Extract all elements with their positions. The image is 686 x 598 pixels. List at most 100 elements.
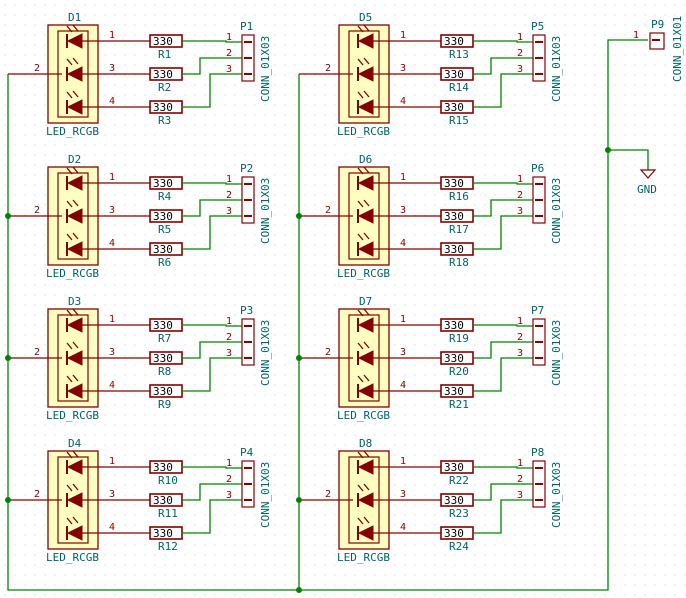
emission-arrows (66, 483, 79, 492)
led-ref: D7 (359, 295, 372, 308)
p9-value: CONN_01X01 (671, 16, 684, 82)
led-value: LED_RCGB (337, 125, 390, 138)
resistor-value: 330 (153, 68, 173, 81)
resistor-value: 330 (444, 494, 464, 507)
led-pin-number: 1 (400, 314, 406, 325)
resistor-ref: R3 (158, 114, 171, 127)
connector-pin-mark (244, 183, 252, 185)
connector-value: CONN_01X03 (259, 462, 272, 528)
resistor-value: 330 (153, 101, 173, 114)
led-pin-number: 4 (109, 238, 115, 249)
resistor-value: 330 (444, 385, 464, 398)
connector-pin-number: 2 (226, 48, 232, 59)
led-ref: D8 (359, 437, 372, 450)
connector-pin-mark (244, 483, 252, 485)
led-pin-common: 2 (325, 347, 331, 358)
connector-ref: P3 (240, 304, 253, 317)
resistor-ref: R7 (158, 332, 171, 345)
connector-pin-mark (535, 467, 543, 469)
resistor-value: 330 (153, 319, 173, 332)
emission-arrows (66, 166, 79, 175)
emission-arrows (66, 308, 79, 317)
led-pin-number: 4 (400, 380, 406, 391)
resistor-ref: R22 (449, 474, 469, 487)
connector-pin-number: 2 (517, 190, 523, 201)
connector-pin-mark (535, 215, 543, 217)
connector-pin-number: 1 (226, 32, 232, 43)
connector-pin-mark (244, 325, 252, 327)
led-pin-number: 3 (400, 489, 406, 500)
led-pin-common: 2 (325, 63, 331, 74)
ground-bus-wire (7, 39, 648, 591)
resistor-ref: R18 (449, 256, 469, 269)
connector-pin-mark (535, 57, 543, 59)
emission-arrows (66, 450, 79, 459)
connector-pin-number: 3 (517, 206, 523, 217)
connector-pin-mark (535, 325, 543, 327)
junction-dot (5, 497, 11, 503)
resistor-ref: R4 (158, 190, 172, 203)
emission-arrows (66, 516, 79, 525)
p9-pin-mark (652, 39, 660, 41)
resistor-value: 330 (444, 35, 464, 48)
resistor-ref: R6 (158, 256, 171, 269)
signal-wire (473, 341, 533, 359)
led-pin-number: 4 (109, 522, 115, 533)
emission-arrows (357, 232, 370, 241)
connector-ref: P1 (240, 20, 253, 33)
resistor-ref: R16 (449, 190, 469, 203)
resistor-value: 330 (153, 527, 173, 540)
p9-pin-number: 1 (633, 30, 639, 41)
led-pin-number: 1 (400, 172, 406, 183)
connector-pin-mark (244, 499, 252, 501)
connector-ref: P2 (240, 162, 253, 175)
emission-arrows (357, 199, 370, 208)
led-ref: D1 (68, 11, 81, 24)
resistor-value: 330 (444, 101, 464, 114)
connector-value: CONN_01X03 (259, 36, 272, 102)
signal-wire (182, 483, 242, 501)
connector-pin-number: 1 (517, 32, 523, 43)
resistor-value: 330 (153, 210, 173, 223)
resistor-value: 330 (153, 35, 173, 48)
emission-arrows (66, 90, 79, 99)
signal-wire (473, 324, 533, 327)
led-pin-number: 3 (400, 63, 406, 74)
junction-dot (5, 355, 11, 361)
led-pin-number: 1 (109, 30, 115, 41)
resistor-value: 330 (153, 494, 173, 507)
emission-arrows (357, 166, 370, 175)
connector-pin-number: 1 (226, 174, 232, 185)
resistor-value: 330 (444, 68, 464, 81)
signal-wire (473, 483, 533, 501)
led-pin-number: 3 (109, 63, 115, 74)
resistor-value: 330 (153, 243, 173, 256)
led-ref: D6 (359, 153, 372, 166)
signal-wire (473, 215, 533, 250)
resistor-ref: R14 (449, 81, 469, 94)
connector-pin-mark (244, 57, 252, 59)
connector-value: CONN_01X03 (550, 178, 563, 244)
emission-arrows (66, 57, 79, 66)
resistor-ref: R23 (449, 507, 469, 520)
signal-wire (473, 73, 533, 108)
resistor-ref: R10 (158, 474, 178, 487)
led-pin-number: 3 (400, 347, 406, 358)
led-pin-common: 2 (325, 205, 331, 216)
led-pin-common: 2 (34, 347, 40, 358)
resistor-value: 330 (153, 177, 173, 190)
led-pin-number: 4 (109, 96, 115, 107)
emission-arrows (357, 57, 370, 66)
signal-wire (182, 466, 242, 469)
signal-wire (182, 341, 242, 359)
resistor-ref: R15 (449, 114, 469, 127)
led-pin-number: 1 (109, 172, 115, 183)
connector-pin-number: 3 (226, 206, 232, 217)
signal-wire (182, 215, 242, 250)
resistor-ref: R8 (158, 365, 171, 378)
signal-wire (473, 357, 533, 392)
led-pin-number: 3 (109, 347, 115, 358)
